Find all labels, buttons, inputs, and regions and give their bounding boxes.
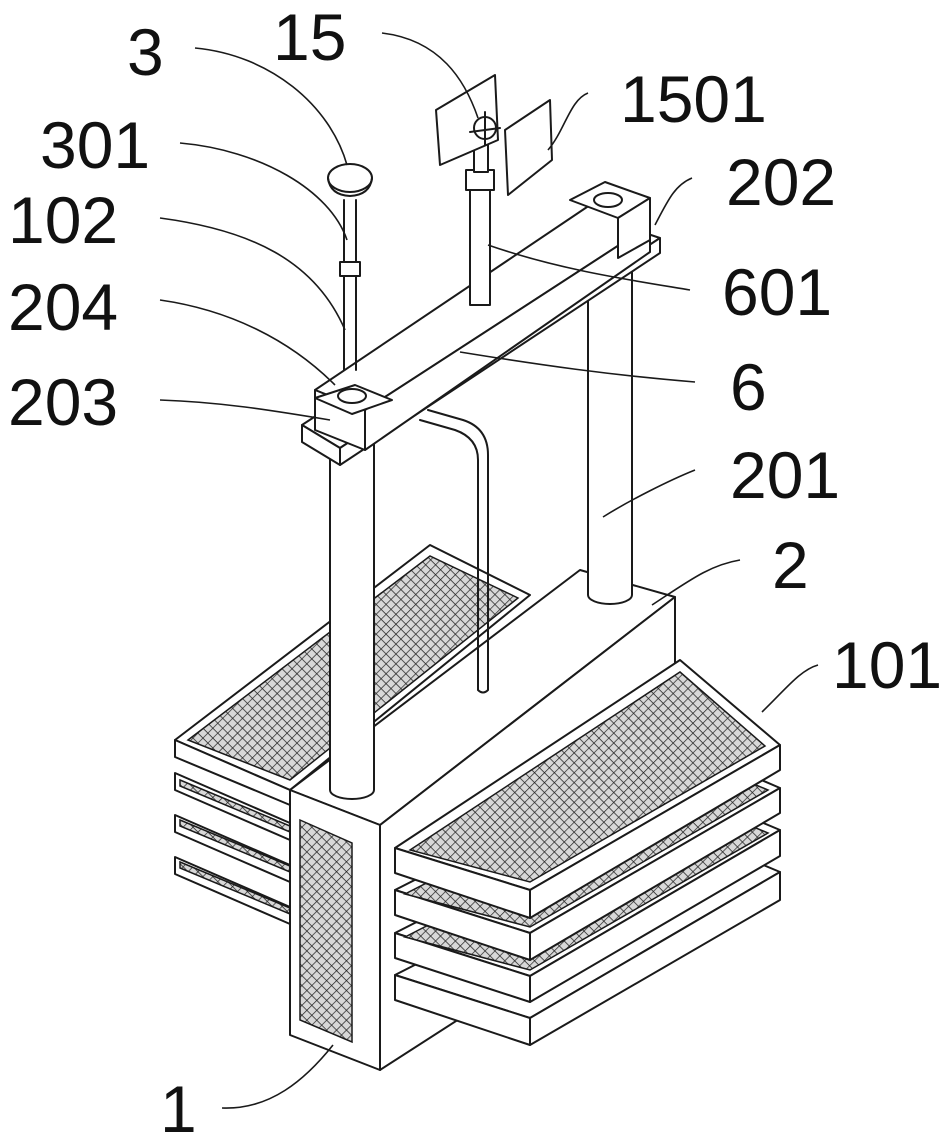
label-204: 204 — [8, 270, 118, 344]
label-301: 301 — [40, 108, 150, 182]
label-201: 201 — [730, 438, 840, 512]
label-2: 2 — [772, 528, 809, 602]
label-101: 101 — [832, 628, 942, 702]
sensor-rod — [328, 164, 372, 370]
label-1: 1 — [160, 1072, 197, 1142]
label-202: 202 — [726, 145, 836, 219]
label-6: 6 — [730, 350, 767, 424]
label-1501: 1501 — [620, 62, 767, 136]
label-3: 3 — [127, 15, 164, 89]
label-102: 102 — [8, 183, 118, 257]
label-15: 15 — [273, 0, 346, 74]
label-203: 203 — [8, 365, 118, 439]
label-601: 601 — [722, 255, 832, 329]
